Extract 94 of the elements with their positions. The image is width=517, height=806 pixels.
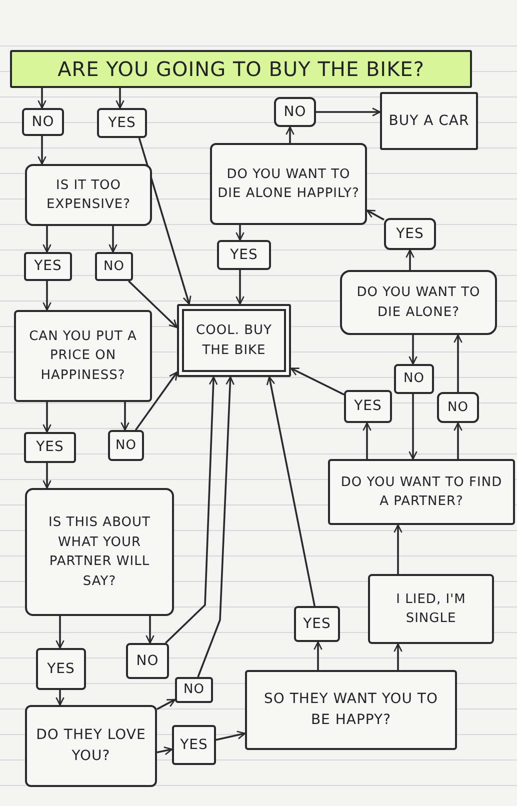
answer-box xyxy=(437,392,479,423)
statement-box xyxy=(368,574,494,644)
node-text: YES xyxy=(47,660,75,678)
question-box xyxy=(328,459,515,525)
outcome-box xyxy=(380,92,478,150)
question-box xyxy=(340,270,497,335)
answer-box xyxy=(294,606,340,642)
question-box xyxy=(25,488,174,616)
arrow xyxy=(394,643,402,670)
arrow xyxy=(42,281,52,311)
node-text: BUY A CAR xyxy=(388,112,470,130)
answer-box xyxy=(384,218,436,250)
node-text: YES xyxy=(354,397,382,416)
arrow xyxy=(164,376,218,644)
arrow xyxy=(454,334,462,392)
arrow xyxy=(56,616,64,649)
arrow xyxy=(406,249,414,270)
question-box xyxy=(210,143,367,225)
node-text: IS IT TOO EXPENSIVE? xyxy=(46,176,132,214)
arrow xyxy=(362,422,372,459)
arrow xyxy=(236,225,244,241)
answer-box xyxy=(126,643,169,679)
arrow xyxy=(286,126,294,143)
title-text: ARE YOU GOING TO BUY THE BIKE? xyxy=(58,56,424,83)
answer-box xyxy=(175,677,213,703)
answer-box xyxy=(217,240,271,270)
answer-box xyxy=(108,430,144,461)
node-text: COOL. BUY THE BIKE xyxy=(195,322,273,360)
answer-box xyxy=(274,97,316,127)
arrow xyxy=(56,690,64,706)
node-text: DO YOU WANT TO DIE ALONE HAPPILY? xyxy=(217,166,360,203)
node-text: NO xyxy=(404,370,424,388)
question-box xyxy=(25,164,152,226)
arrow xyxy=(290,368,344,396)
arrow xyxy=(394,524,402,574)
arrow xyxy=(116,88,124,109)
node-text: I LIED, I'M SINGLE xyxy=(395,590,467,628)
arrow xyxy=(42,463,52,489)
arrow xyxy=(120,402,130,431)
arrow xyxy=(38,136,46,165)
arrow xyxy=(316,108,381,116)
node-text: YES xyxy=(34,257,62,276)
arrow xyxy=(314,641,322,670)
answer-box xyxy=(95,252,133,281)
arrow xyxy=(42,402,52,433)
arrow xyxy=(146,616,154,644)
node-text: DO YOU WANT TO FIND A PARTNER? xyxy=(340,474,504,511)
node-text: DO THEY LOVE YOU? xyxy=(35,726,147,766)
arrow xyxy=(134,372,178,431)
node-text: NO xyxy=(184,681,204,700)
answer-box xyxy=(36,648,86,690)
arrow xyxy=(266,376,316,606)
arrow xyxy=(38,88,46,109)
question-box xyxy=(25,705,157,787)
arrow xyxy=(408,335,418,365)
arrow xyxy=(408,394,418,460)
outcome-box xyxy=(177,304,291,377)
answer-box xyxy=(172,725,216,765)
node-text: NO xyxy=(104,258,124,276)
answer-box xyxy=(24,432,76,463)
node-text: YES xyxy=(303,614,331,634)
arrow xyxy=(454,422,462,459)
arrow xyxy=(156,746,173,756)
answer-box xyxy=(394,364,434,394)
node-text: YES xyxy=(36,438,64,457)
node-text: YES xyxy=(180,736,208,754)
node-text: YES xyxy=(396,224,424,244)
arrow xyxy=(366,210,384,220)
arrow xyxy=(236,270,244,305)
node-text: NO xyxy=(284,102,306,122)
node-text: NO xyxy=(116,436,136,455)
arrow xyxy=(156,698,176,710)
node-text: DO YOU WANT TO DIE ALONE? xyxy=(356,284,482,322)
node-text: IS THIS ABOUT WHAT YOUR PARTNER WILL SAY? xyxy=(48,514,152,590)
node-text: NO xyxy=(448,398,468,417)
arrow xyxy=(128,280,178,328)
question-box xyxy=(245,670,457,750)
answer-box xyxy=(344,390,392,423)
node-text: CAN YOU PUT A PRICE ON HAPPINESS? xyxy=(28,328,138,385)
answer-box xyxy=(24,252,72,281)
answer-box xyxy=(22,108,64,136)
node-text: NO xyxy=(136,652,159,670)
node-text: SO THEY WANT YOU TO BE HAPPY? xyxy=(263,690,439,730)
arrow xyxy=(42,226,52,253)
node-text: YES xyxy=(230,246,258,264)
question-box xyxy=(14,310,152,402)
arrow xyxy=(108,226,118,253)
answer-box xyxy=(97,108,147,138)
arrow xyxy=(197,376,234,678)
title-banner xyxy=(10,50,472,88)
arrow xyxy=(138,138,192,305)
arrow xyxy=(216,730,246,741)
node-text: YES xyxy=(108,114,136,132)
node-text: NO xyxy=(32,112,54,132)
